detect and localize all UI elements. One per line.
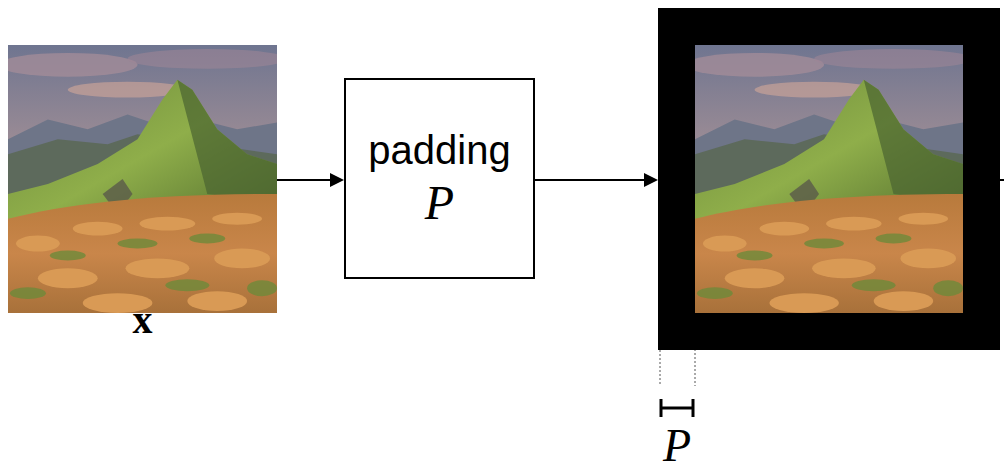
dimension-bracket (661, 407, 693, 410)
dimension-bracket (660, 399, 663, 417)
process-label: padding (368, 126, 510, 174)
dimension-guide (660, 350, 661, 386)
process-box: paddingP (344, 78, 535, 279)
dimension-label: P (663, 423, 691, 469)
landscape-photo (695, 45, 963, 313)
padded-image: P (658, 8, 1000, 350)
outgoing-arrow-stub (1000, 179, 1004, 181)
landscape-photo (8, 45, 277, 313)
flow-arrow (535, 173, 658, 187)
dimension-bracket (692, 399, 695, 417)
parameter-symbol: P (425, 174, 454, 232)
input-image: x (8, 45, 277, 313)
variable-label: x (133, 300, 153, 340)
flow-arrow (277, 173, 344, 187)
